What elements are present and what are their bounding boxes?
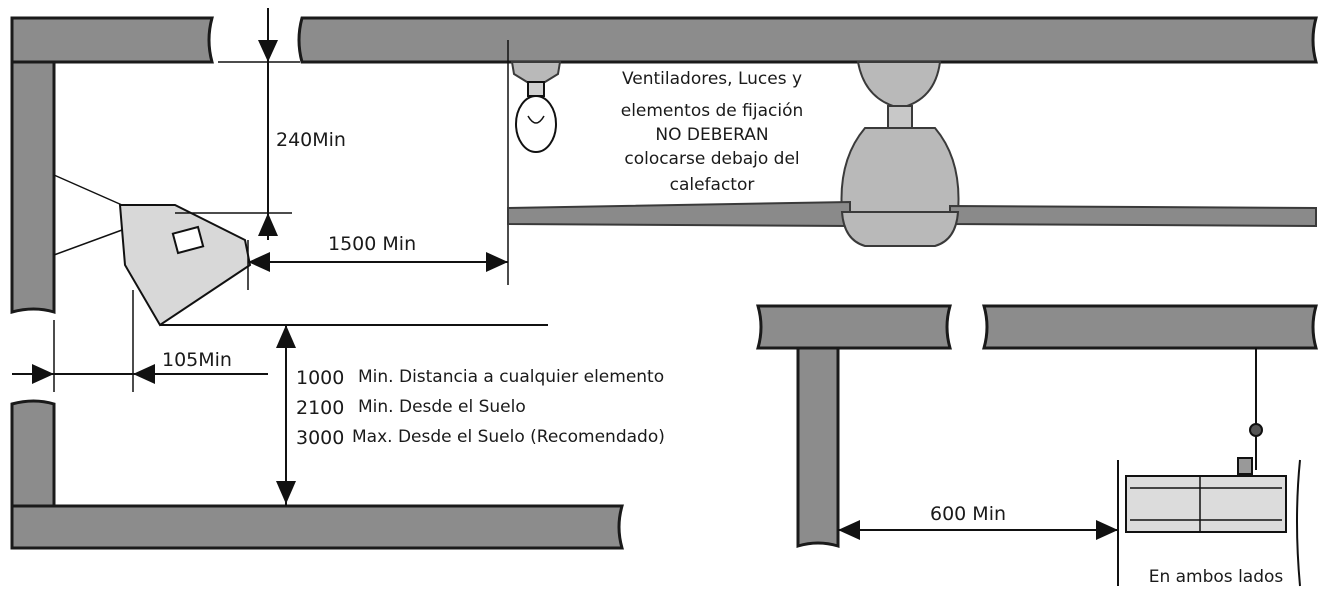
bracket-lines xyxy=(53,174,123,256)
fan-blade-right xyxy=(949,204,1317,228)
dim-1500-arrow-left xyxy=(248,252,270,272)
dim-105-arrow-left xyxy=(32,364,54,384)
dim-600-arrow-right xyxy=(1096,520,1118,540)
heater-label-plate xyxy=(171,225,205,255)
light-socket xyxy=(527,81,545,97)
ceiling-slab-right xyxy=(297,16,1318,64)
label-1500-min: 1500 Min xyxy=(328,233,416,255)
req-1-text: Min. Distancia a cualquier elemento xyxy=(358,367,664,387)
heater-body xyxy=(118,204,252,327)
label-both-sides: En ambos lados xyxy=(1149,567,1284,587)
dim-105-arrow-right xyxy=(133,364,155,384)
light-filament xyxy=(527,115,545,124)
dim-240-arrow-top xyxy=(258,40,278,62)
left-wall-lower xyxy=(10,399,56,508)
detail-heater-divider xyxy=(1130,476,1282,532)
light-bulb-icon xyxy=(515,95,557,153)
ceiling-slab-left xyxy=(10,16,214,64)
label-600-min: 600 Min xyxy=(930,503,1006,525)
detail-hanger-clip xyxy=(1249,423,1263,437)
fan-hub xyxy=(840,211,960,247)
req-3-text: Max. Desde el Suelo (Recomendado) xyxy=(352,427,665,447)
fan-warning-line-5: calefactor xyxy=(670,175,755,195)
fan-canopy xyxy=(856,61,942,110)
detail-ceiling-left xyxy=(756,304,952,350)
dim-600-arrow-left xyxy=(838,520,860,540)
fan-warning-line-3: NO DEBERAN xyxy=(655,125,768,145)
dim-floor-arrow-top xyxy=(276,325,296,348)
fan-blade-left xyxy=(507,200,851,228)
fan-warning-line-2: elementos de fijación xyxy=(621,101,804,121)
req-3-value: 3000 xyxy=(296,427,344,449)
fan-motor xyxy=(840,127,960,213)
detail-hanger-bracket xyxy=(1237,457,1253,475)
detail-heater-outline xyxy=(1117,459,1301,587)
fan-rod xyxy=(887,105,913,129)
fan-warning-line-4: colocarse debajo del xyxy=(624,149,799,169)
dim-105-ext xyxy=(53,290,134,392)
req-2-value: 2100 xyxy=(296,397,344,419)
detail-wall xyxy=(796,346,840,549)
floor-slab xyxy=(10,504,624,550)
label-105-min: 105Min xyxy=(162,349,232,371)
detail-heater-body xyxy=(1125,475,1287,533)
dim-1500-arrow-right xyxy=(486,252,508,272)
dim-floor-arrow-bottom xyxy=(276,481,296,504)
fan-warning-line-1: Ventiladores, Luces y xyxy=(622,69,802,89)
left-wall-upper xyxy=(10,60,56,315)
req-1-value: 1000 xyxy=(296,367,344,389)
label-240-min: 240Min xyxy=(276,129,346,151)
light-fixture xyxy=(510,61,562,83)
req-2-text: Min. Desde el Suelo xyxy=(358,397,526,417)
detail-ceiling-right xyxy=(982,304,1318,350)
dim-240-arrow-bottom xyxy=(258,213,278,236)
